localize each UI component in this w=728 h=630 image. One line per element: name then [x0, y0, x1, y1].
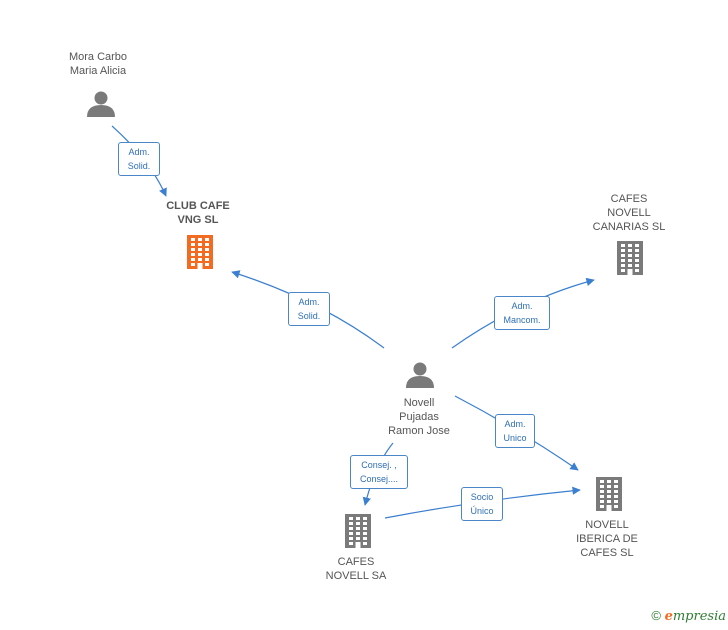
- node-label-novell[interactable]: Novell Pujadas Ramon Jose: [388, 397, 450, 437]
- node-label-club[interactable]: CLUB CAFE VNG SL: [166, 200, 230, 226]
- canarias-building-icon[interactable]: [617, 241, 643, 275]
- node-label-cafes[interactable]: CAFES NOVELL SA: [325, 556, 387, 582]
- edge-label-novell-iberica[interactable]: Adm. Unico: [495, 414, 535, 448]
- edge-label-novell-canarias[interactable]: Adm. Mancom.: [494, 296, 550, 330]
- mora-person-icon[interactable]: [87, 91, 115, 118]
- novell-person-icon[interactable]: [406, 362, 434, 389]
- node-label-canarias[interactable]: CAFES NOVELL CANARIAS SL: [592, 193, 666, 233]
- brand-name: mpresia: [672, 609, 726, 624]
- edge-label-novell-club[interactable]: Adm. Solid.: [288, 292, 330, 326]
- node-label-iberica[interactable]: NOVELL IBERICA DE CAFES SL: [576, 519, 638, 559]
- edge-label-mora-club[interactable]: Adm. Solid.: [118, 142, 160, 176]
- brand-initial: e: [664, 609, 673, 624]
- node-label-mora[interactable]: Mora Carbo Maria Alicia: [68, 51, 128, 77]
- iberica-building-icon[interactable]: [596, 477, 622, 511]
- club-building-icon[interactable]: [187, 235, 213, 269]
- copyright-symbol: ©: [651, 608, 661, 623]
- footer-brand[interactable]: © empresia: [651, 608, 726, 624]
- icons-layer: [87, 91, 643, 548]
- edge-label-novell-cafes[interactable]: Consej. , Consej....: [350, 455, 408, 489]
- edge-label-cafes-iberica[interactable]: Socio Único: [461, 487, 503, 521]
- cafes-building-icon[interactable]: [345, 514, 371, 548]
